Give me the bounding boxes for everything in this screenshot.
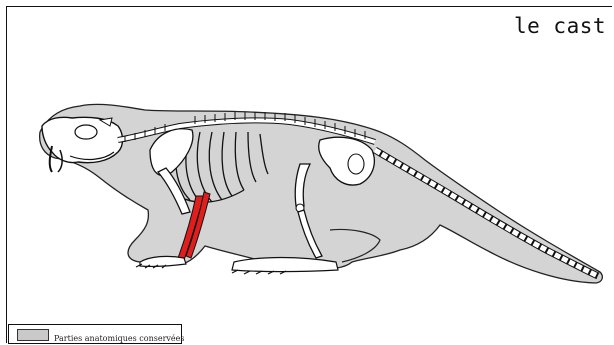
legend-swatch (17, 329, 49, 341)
hind-paw (232, 258, 338, 275)
legend-label: Parties anatomiques conservées (54, 334, 185, 343)
obturator-foramen (348, 154, 364, 174)
legend: Parties anatomiques conservées (8, 324, 182, 344)
